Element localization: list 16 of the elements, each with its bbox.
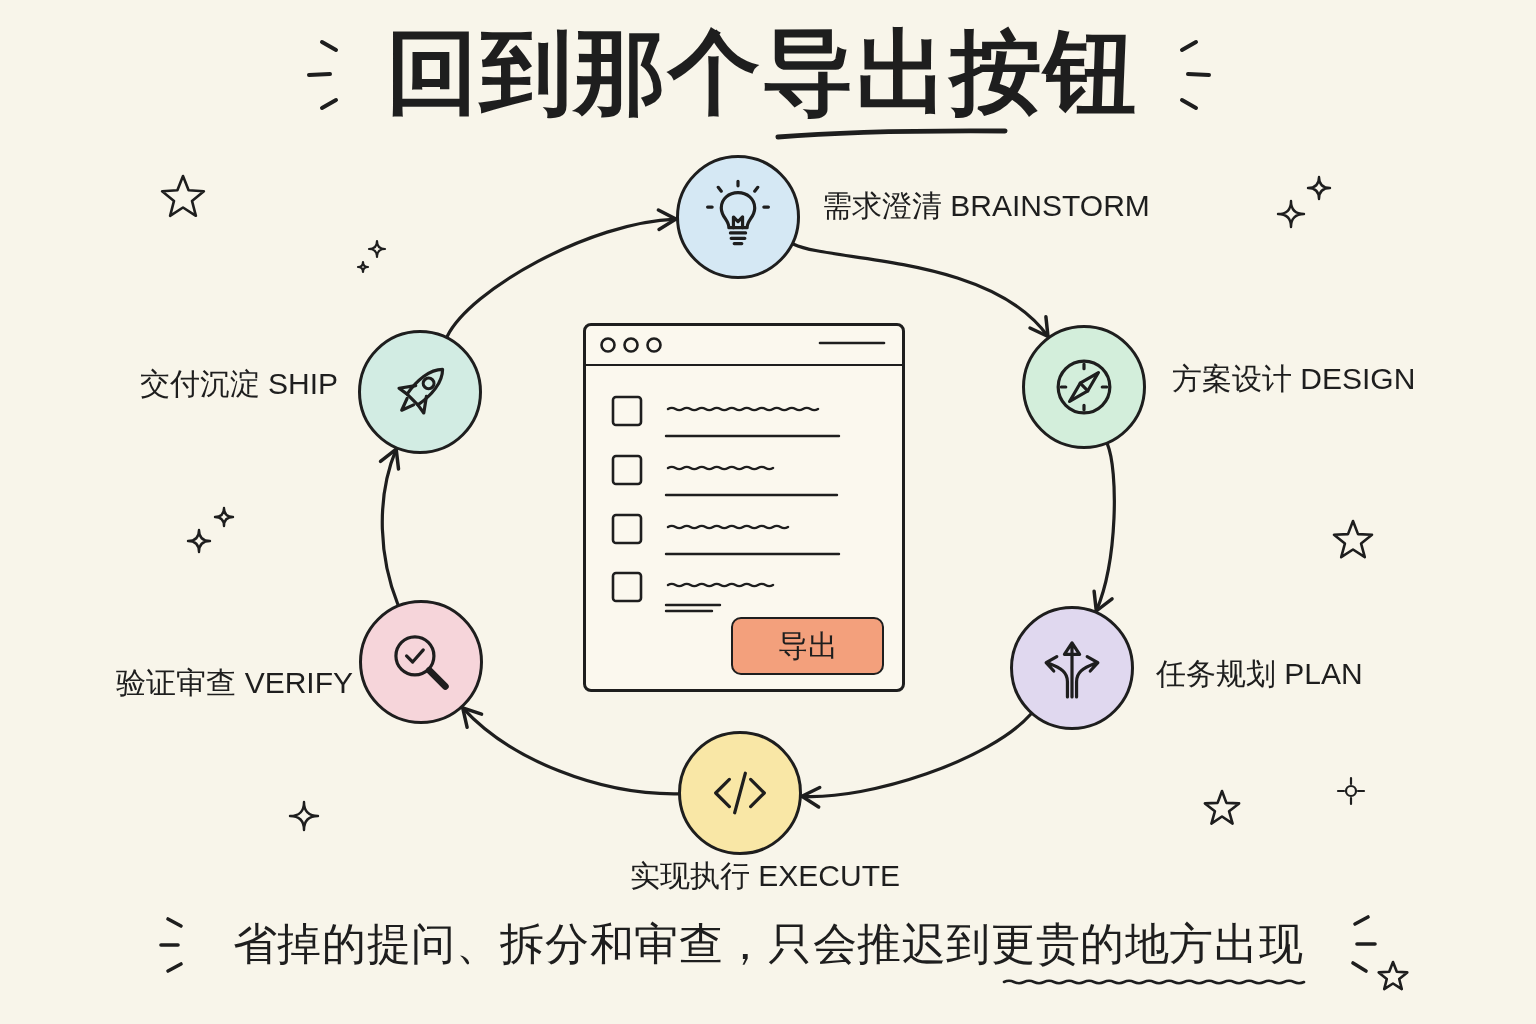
arrow xyxy=(445,209,678,338)
caption: 省掉的提问、拆分和审查，只会推迟到更贵的地方出现 xyxy=(232,921,1304,968)
arrow xyxy=(379,447,402,607)
title: 回到那个导出按钮 xyxy=(386,26,1138,118)
arrow xyxy=(460,706,680,796)
stage-label: 需求澄清 BRAINSTORM xyxy=(822,188,1150,222)
stage-label: 方案设计 DESIGN xyxy=(1172,361,1416,395)
stage-label: 实现执行 EXECUTE xyxy=(630,859,900,892)
export-button: 导出 xyxy=(731,617,884,675)
arrow xyxy=(792,242,1050,339)
stage-label: 任务规划 PLAN xyxy=(1156,656,1363,690)
stage-label: 验证审查 VERIFY xyxy=(116,665,353,699)
app-window xyxy=(583,323,905,692)
stage-label: 交付沉淀 SHIP xyxy=(139,366,338,400)
arrow xyxy=(1091,442,1116,613)
arrow xyxy=(800,712,1033,808)
